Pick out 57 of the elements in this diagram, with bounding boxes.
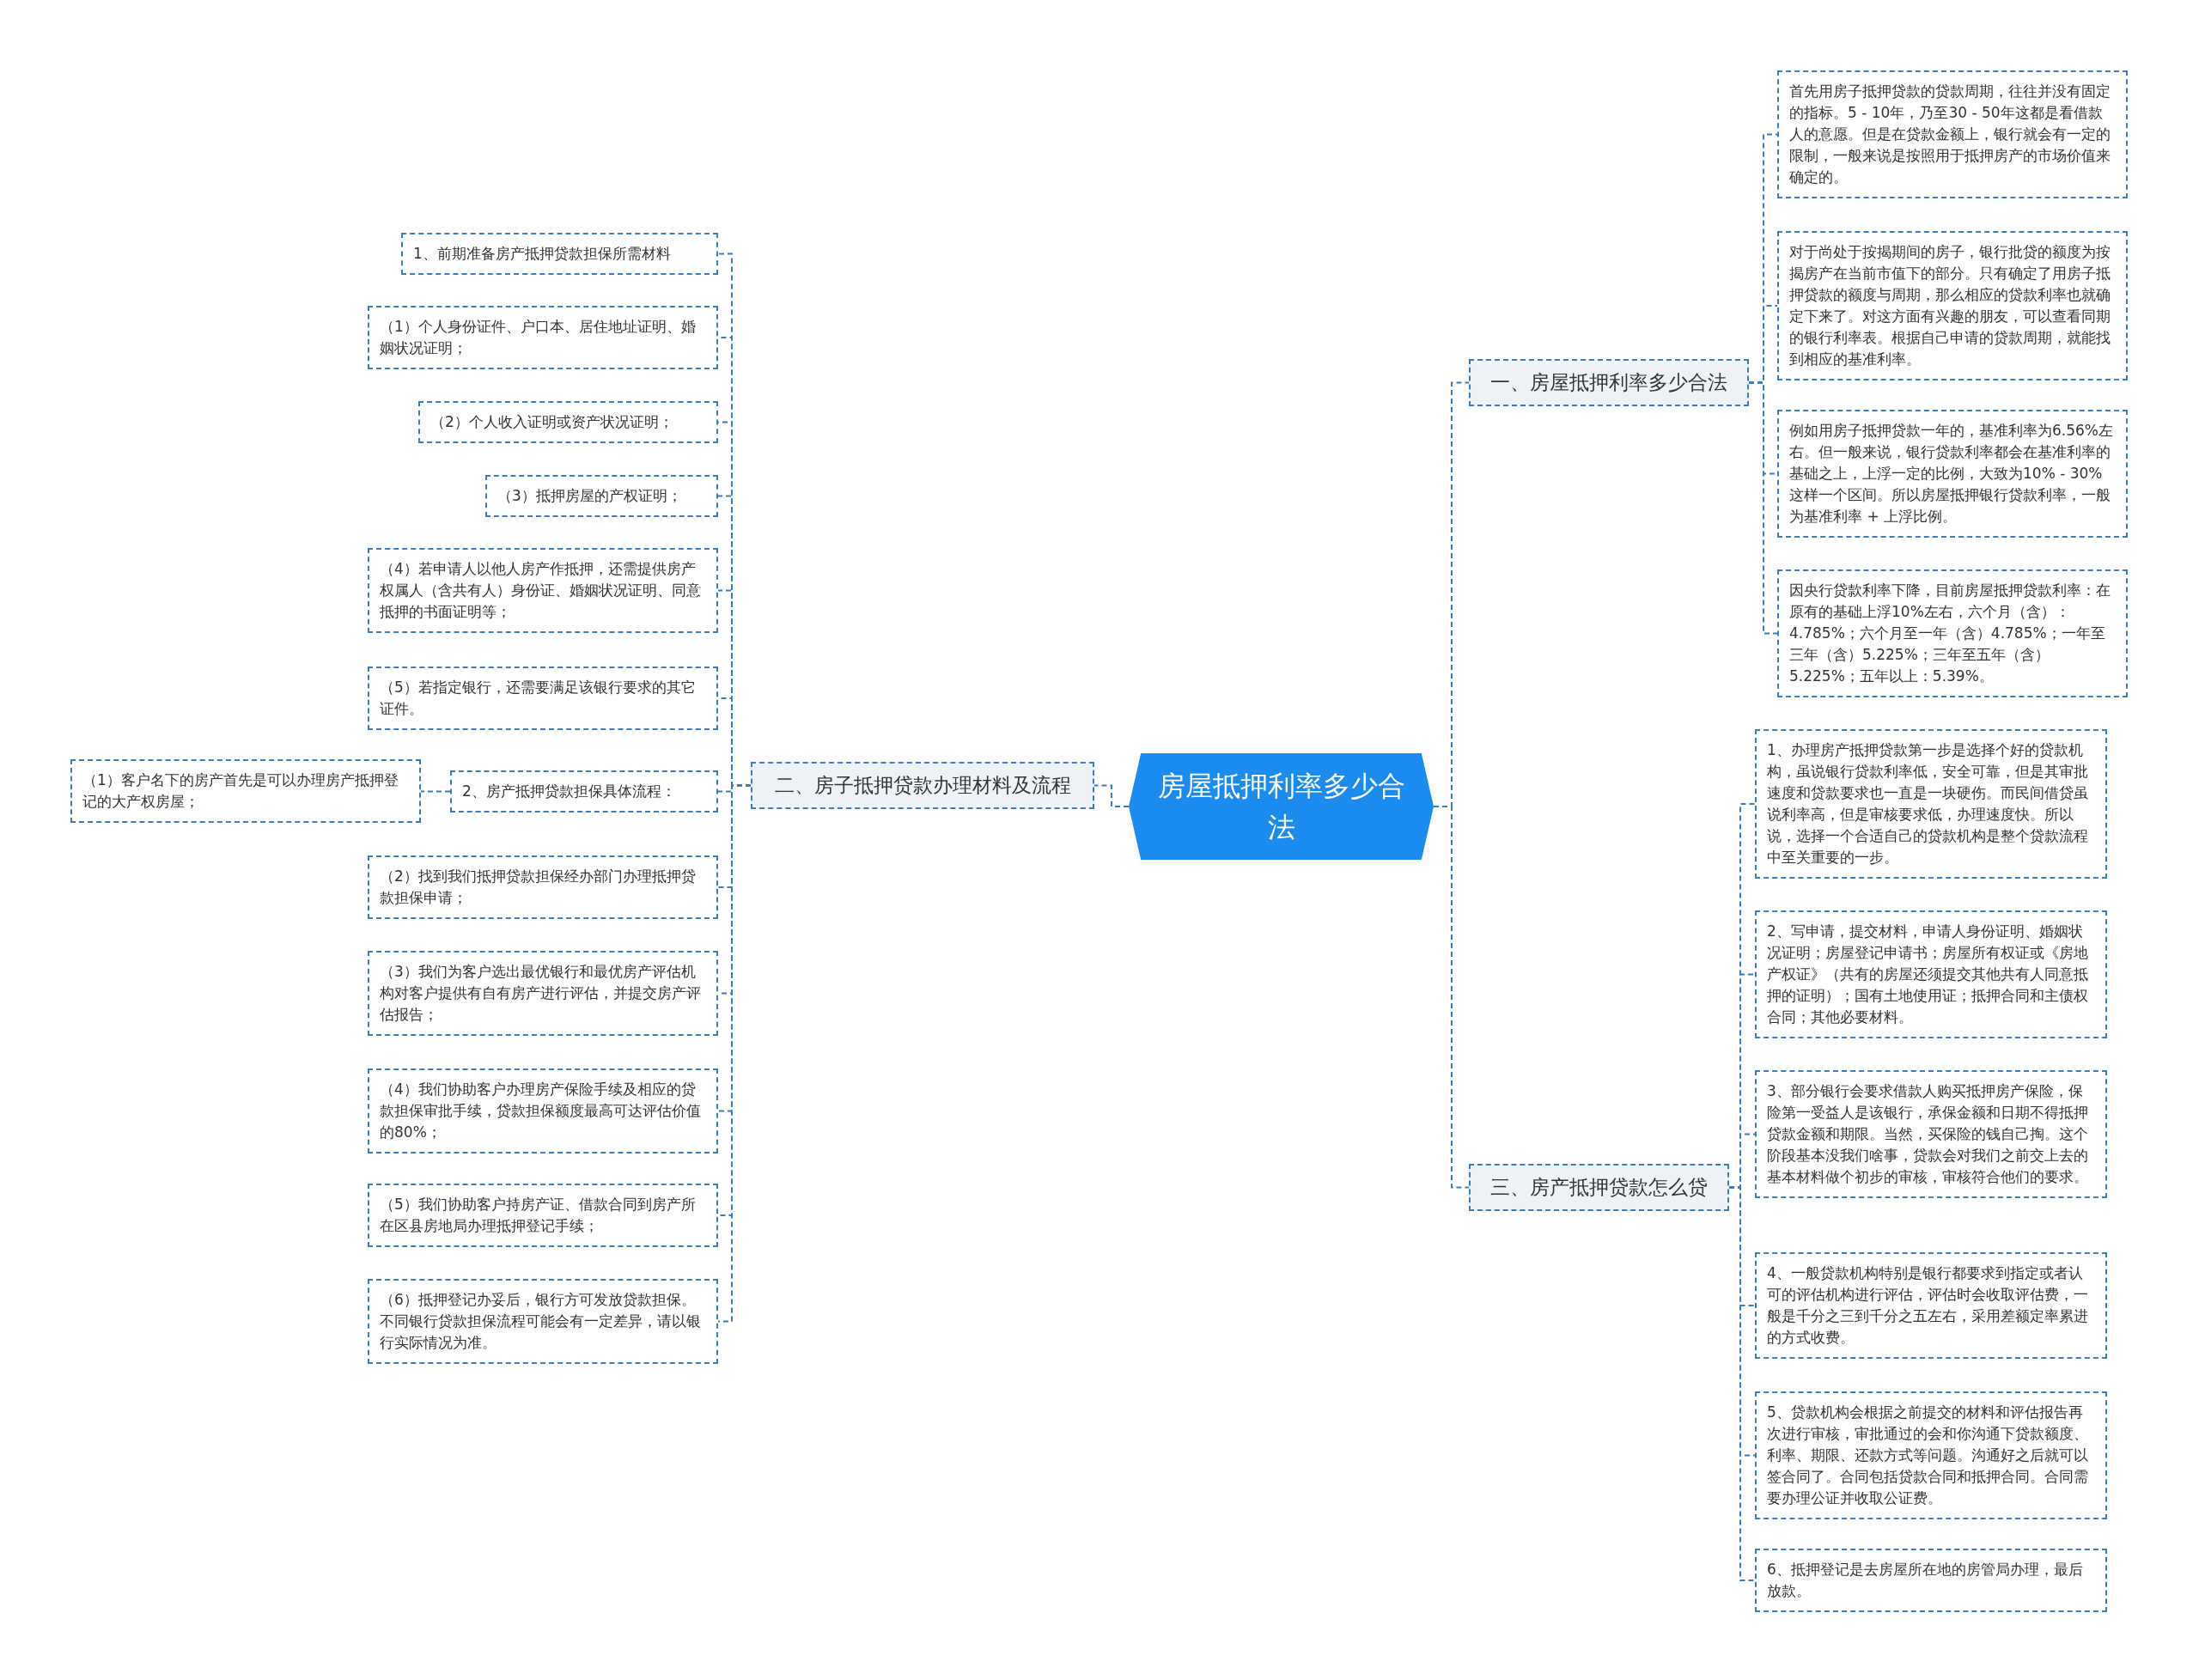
text-box: [450, 770, 718, 813]
node-text: 三、房产抵押贷款怎么贷: [1489, 1175, 1709, 1200]
text-box: [1755, 1391, 2107, 1519]
connector-line: [1093, 784, 1130, 807]
text-box: [485, 475, 718, 517]
node-text: （1）个人身份证件、户口本、居住地址证明、婚姻状况证明；: [380, 317, 697, 358]
central-topic: [1129, 753, 1434, 860]
text-box: [368, 667, 718, 730]
node-text: （5）我们协助客户持房产证、借款合同到房产所在区县房地局办理抵押登记手续；: [380, 1195, 697, 1236]
node-text: 首先用房子抵押贷款的贷款周期，往往并没有固定的指标。5 - 10年，乃至30 - 50年这都是看借款人的意愿。但是在贷款金额上，银行就会有一定的限制，一般来说是按照用于抵押房产的市场价值来确定的。: [1789, 82, 2111, 187]
text-box: [1755, 1070, 2107, 1198]
node-text: 房屋抵押利率多少合法: [1156, 769, 1406, 845]
text-box: [1755, 1252, 2107, 1359]
text-box: [1755, 1549, 2107, 1612]
node-text: 1、办理房产抵押贷款第一步是选择个好的贷款机构，虽说银行贷款利率低，安全可靠，但是其审批速度和贷款要求也一直是一块硬伤。而民间借贷虽说利率高，但是审核要求低，办理速度快。所以说，选择一个合适自己的贷款机构是整个贷款流程中至关重要的一步。: [1767, 740, 2089, 867]
node-text: （2）个人收入证明或资产状况证明；: [430, 412, 674, 432]
text-box: [368, 306, 718, 369]
node-text: （3）抵押房屋的产权证明；: [497, 486, 683, 506]
node-text: （2）找到我们抵押贷款担保经办部门办理抵押贷款担保申请；: [380, 867, 697, 908]
node-text: （5）若指定银行，还需要满足该银行要求的其它证件。: [380, 678, 697, 719]
text-box: [368, 951, 718, 1036]
text-box: [1777, 70, 2128, 198]
node-text: 对于尚处于按揭期间的房子，银行批贷的额度为按揭房产在当前市值下的部分。只有确定了用房子抵押贷款的额度与周期，那么相应的贷款利率也就确定下来了。对这方面有兴趣的朋友，可以查看同期的银行利率表。根据自己申请的贷款周期，就能找到相应的基准利率。: [1789, 242, 2111, 369]
node-text: 一、房屋抵押利率多少合法: [1489, 370, 1728, 395]
node-text: 3、部分银行会要求借款人购买抵押房产保险，保险第一受益人是该银行，承保金额和日期不得抵押贷款金额和期限。当然，买保险的钱自己掏。这个阶段基本没我们啥事，贷款会对我们之前交上去的基本材料做个初步的审核，审核符合他们的要求。: [1767, 1081, 2089, 1187]
node-text: （4）若申请人以他人房产作抵押，还需提供房产权属人（含共有人）身份证、婚姻状况证明、同意抵押的书面证明等；: [380, 559, 702, 622]
node-text: 因央行贷款利率下降，目前房屋抵押贷款利率：在原有的基础上浮10%左右，六个月（含）：4.785%；六个月至一年（含）4.785%；一年至三年（含）5.225%；三年至五年（含）5.225%；五年以上：5.39%。: [1789, 581, 2111, 686]
text-box: [1755, 910, 2107, 1038]
node-text: 2、写申请，提交材料，申请人身份证明、婚姻状况证明；房屋登记申请书；房屋所有权证或《房地产权证》（共有的房屋还须提交其他共有人同意抵押的证明）；国有土地使用证；抵押合同和主债权合同；其他必要材料。: [1767, 922, 2089, 1027]
text-box: [368, 1068, 718, 1153]
node-text: 6、抵押登记是去房屋所在地的房管局办理，最后放款。: [1767, 1560, 2084, 1601]
text-box: [368, 548, 718, 633]
node-text: （4）我们协助客户办理房产保险手续及相应的贷款担保审批手续，贷款担保额度最高可达评估价值的80%；: [380, 1080, 702, 1142]
text-box: [368, 855, 718, 919]
branch-topic: [1469, 1164, 1729, 1211]
node-text: （1）客户名下的房产首先是可以办理房产抵押登记的大产权房屋；: [82, 770, 399, 812]
node-text: （6）抵押登记办妥后，银行方可发放贷款担保。不同银行贷款担保流程可能会有一定差异，请以银行实际情况为准。: [380, 1290, 702, 1353]
text-box: [1777, 569, 2128, 697]
node-text: 5、贷款机构会根据之前提交的材料和评估报告再次进行审核，审批通过的会和你沟通下贷款额度、利率、期限、还款方式等问题。沟通好之后就可以签合同了。合同包括贷款合同和抵押合同。合同需要办理公证并收取公证费。: [1767, 1403, 2089, 1508]
text-box: [70, 759, 421, 823]
branch-topic: [751, 762, 1094, 809]
text-box: [1755, 729, 2107, 879]
text-box: [418, 401, 718, 443]
node-text: 1、前期准备房产抵押贷款担保所需材料: [413, 244, 672, 264]
node-text: （3）我们为客户选出最优银行和最优房产评估机构对客户提供有自有房产进行评估，并提交房产评估报告；: [380, 962, 702, 1025]
text-box: [1777, 410, 2128, 538]
connector-line: [420, 790, 451, 793]
text-box: [1777, 231, 2128, 380]
node-text: 2、房产抵押贷款担保具体流程：: [462, 782, 677, 801]
node-text: 二、房子抵押贷款办理材料及流程: [773, 773, 1072, 798]
connector-line: [1748, 381, 1778, 635]
node-text: 例如用房子抵押贷款一年的，基准利率为6.56%左右。但一般来说，银行贷款利率都会在基准利率的基础之上，上浮一定的比例，大致为10% - 30%这样一个区间。所以房屋抵押银行贷款利率，一般为基准利率 + 上浮比例。: [1789, 421, 2114, 527]
text-box: [368, 1279, 718, 1364]
node-text: 4、一般贷款机构特别是银行都要求到指定或者认可的评估机构进行评估，评估时会收取评估费，一般是千分之三到千分之五左右，采用差额定率累进的方式收费。: [1767, 1263, 2089, 1348]
branch-topic: [1469, 359, 1749, 406]
text-box: [401, 233, 718, 275]
text-box: [368, 1184, 718, 1247]
